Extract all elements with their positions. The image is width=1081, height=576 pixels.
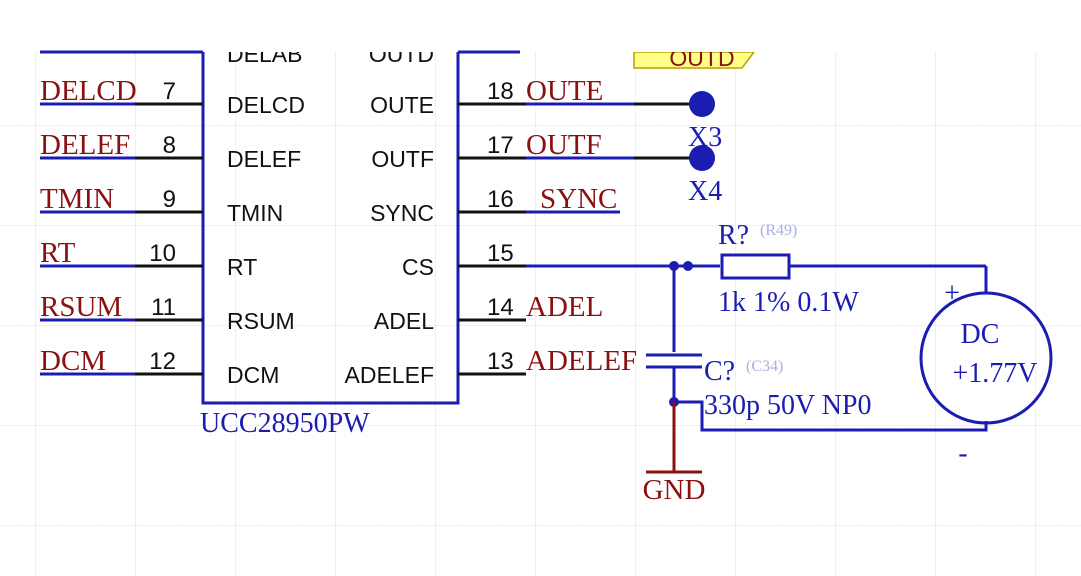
net-label-sync: SYNC [540,183,617,215]
capacitor-designator: C? [704,356,735,387]
pin-number-10: 10 [149,240,176,267]
right-pin-18[interactable]: 18 OUTE OUTE [370,75,634,118]
pin-name-tmin: TMIN [227,200,283,226]
pin-number-14: 14 [487,294,514,321]
pin-number-13: 13 [487,348,514,375]
pin-name-adelef: ADELEF [345,362,434,388]
left-pin-9[interactable]: TMIN 9 TMIN [40,183,283,226]
left-pin-12[interactable]: DCM 12 DCM [40,345,279,388]
junction-dot-icon [683,261,693,271]
pin-name-delef: DELEF [227,146,301,172]
pin-name-rt: RT [227,254,257,280]
pin-name-rsum: RSUM [227,308,295,334]
right-pin-13[interactable]: 13 ADELEF ADELEF [345,345,638,388]
dc-source-minus: - [958,438,967,469]
grid-background [0,52,1081,576]
pin-name-adel: ADEL [374,308,434,334]
junction-dot-icon [669,261,679,271]
resistor-designator: R? [718,220,749,251]
capacitor-ref: (C34) [746,358,783,375]
right-pin-14[interactable]: 14 ADEL ADEL [374,291,603,334]
net-label-outf: OUTF [526,129,602,161]
capacitor-c34[interactable]: C? (C34) 330p 50V NP0 [646,353,872,421]
pin-name-sync: SYNC [370,200,434,226]
net-label-adel: ADEL [526,291,603,323]
capacitor-value: 330p 50V NP0 [704,390,872,421]
ground-symbol[interactable]: GND [643,402,706,506]
ic-ucc28950pw[interactable]: DELAB OUTD UCC28950PW DELCD 7 DELCD DELE… [0,0,1081,439]
net-label-delcd: DELCD [40,75,137,107]
resistor-ref: (R49) [760,222,797,239]
dc-source-circle-icon [919,291,1053,425]
left-pin-11[interactable]: RSUM 11 RSUM [40,291,295,334]
resistor-value: 1k 1% 0.1W [718,287,859,318]
dc-source-plus: + [944,278,960,309]
return-wire [674,400,988,432]
net-label-adelef: ADELEF [526,345,637,377]
net-label-dcm: DCM [40,345,106,377]
pin-number-12: 12 [149,348,176,375]
pin-number-17: 17 [487,132,514,159]
pin-number-15: 15 [487,240,514,267]
pin-name-delcd: DELCD [227,92,305,118]
left-pin-10[interactable]: RT 10 RT [40,237,257,280]
dc-source-type: DC [961,319,1000,350]
test-point-label-x4: X4 [688,176,722,207]
dc-source-value: +1.77V [952,358,1037,389]
pin-number-11: 11 [151,294,176,321]
port-outd[interactable]: OUTD [630,40,760,71]
net-label-delef: DELEF [40,129,130,161]
ground-label: GND [643,474,706,506]
net-label-rt: RT [40,237,76,269]
left-pin-8[interactable]: DELEF 8 DELEF [40,129,301,172]
pin-name-dcm: DCM [227,362,279,388]
pin-number-7: 7 [163,78,176,105]
pin-number-9: 9 [163,186,176,213]
ic-part-name: UCC28950PW [200,408,370,439]
test-point-dot-icon [689,145,715,171]
ic-body-outline [201,52,460,405]
right-pin-17[interactable]: 17 OUTF OUTF [371,129,634,172]
pin-number-8: 8 [163,132,176,159]
resistor-body-icon [720,253,791,280]
ic-left-pins: DELCD 7 DELCD DELEF 8 DELEF TMIN 9 TMIN [40,75,305,388]
right-pin-16[interactable]: 16 SYNC SYNC [370,183,620,226]
dc-voltage-source[interactable]: DC +1.77V + - [919,278,1053,469]
test-point-x3[interactable]: X3 [634,91,722,153]
cs-net-wires [526,261,988,352]
left-pin-7[interactable]: DELCD 7 DELCD [40,75,305,118]
net-label-rsum: RSUM [40,291,122,323]
pin-name-cs: CS [402,254,434,280]
resistor-r49[interactable]: R? (R49) 1k 1% 0.1W [718,220,859,318]
test-point-dot-icon [689,91,715,117]
pin-number-18: 18 [487,78,514,105]
pin-name-oute: OUTE [370,92,434,118]
test-point-x4[interactable]: X4 [634,145,722,207]
ic-right-pins: 18 OUTE OUTE 17 OUTF OUTF 16 SYNC SYNC 1… [345,75,638,388]
pin-number-16: 16 [487,186,514,213]
net-label-oute: OUTE [526,75,603,107]
right-pin-15[interactable]: 15 CS [402,240,526,280]
net-label-tmin: TMIN [40,183,114,215]
pin-name-outf: OUTF [371,146,434,172]
